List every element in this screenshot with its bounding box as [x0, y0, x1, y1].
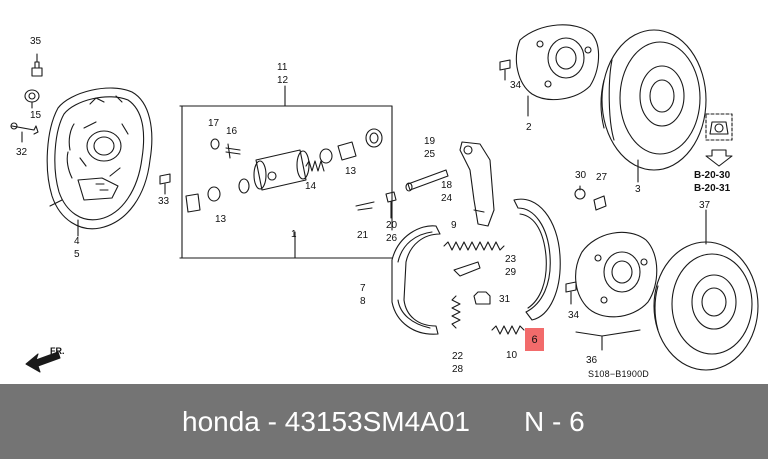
- ref-b-20-31[interactable]: B-20-31: [694, 183, 731, 194]
- callout-23: 23: [505, 254, 517, 265]
- ref-nut-box: [705, 113, 733, 167]
- callout-31: 31: [499, 294, 511, 305]
- callout-20: 20: [386, 220, 398, 231]
- callout-21: 21: [357, 230, 369, 241]
- callout-12: 12: [277, 75, 289, 86]
- callout-10: 10: [506, 350, 518, 361]
- bolt-34-upper: [499, 59, 511, 81]
- footer-bar: honda - 43153SM4A01 N - 6: [0, 384, 768, 459]
- diagram-drawing: [10, 24, 759, 373]
- callout-5: 5: [74, 249, 80, 260]
- callout-26: 26: [386, 233, 398, 244]
- adjuster-group: [355, 141, 495, 227]
- brake-shoe-right: [513, 198, 561, 321]
- backing-plate: [46, 87, 153, 230]
- callout-8: 8: [360, 296, 366, 307]
- callout-37: 37: [699, 200, 711, 211]
- grommet-15: [24, 89, 40, 109]
- callout-7: 7: [360, 283, 366, 294]
- front-marker-label: FR.: [50, 346, 65, 356]
- part-number-text: honda - 43153SM4A01: [182, 406, 470, 437]
- callout-25: 25: [424, 149, 436, 160]
- parts-diagram: 35 15 32 4 5 11 12 17 16 14 13 33 13 1 1…: [10, 24, 759, 379]
- callout-29: 29: [505, 267, 517, 278]
- spring-9: [443, 241, 505, 251]
- callout-34-upper: 34: [510, 80, 522, 91]
- bolt-35: [31, 53, 43, 77]
- callout-1: 1: [291, 229, 297, 240]
- ref-b-20-30[interactable]: B-20-30: [694, 170, 731, 181]
- wheel-cylinder-group: [179, 85, 393, 259]
- highlighted-part-6[interactable]: 6: [525, 328, 544, 351]
- callout-35: 35: [30, 36, 42, 47]
- callout-34-lower: 34: [568, 310, 580, 321]
- spring-22: [451, 295, 461, 329]
- callout-32: 32: [16, 147, 28, 158]
- callout-27: 27: [596, 172, 608, 183]
- callout-6: 6: [531, 334, 538, 346]
- spring-10: [491, 325, 525, 335]
- hub-upper: [515, 24, 600, 117]
- callout-15: 15: [30, 110, 42, 121]
- callout-18: 18: [441, 180, 453, 191]
- drum-upper: [600, 29, 707, 183]
- callout-3: 3: [635, 184, 641, 195]
- bolt-33: [159, 173, 171, 195]
- callout-9: 9: [451, 220, 457, 231]
- parts-30-27: [574, 185, 607, 211]
- drawing-code: S108−B1900D: [588, 369, 649, 379]
- callout-24: 24: [441, 193, 453, 204]
- callout-30: 30: [575, 170, 587, 181]
- pin-32: [10, 122, 39, 143]
- callout-28: 28: [452, 364, 464, 375]
- reference-number-text: N - 6: [524, 406, 585, 437]
- callout-22: 22: [452, 351, 464, 362]
- brake-shoe-left: [391, 225, 441, 335]
- front-arrow-icon: [25, 351, 61, 373]
- callout-11: 11: [277, 62, 288, 73]
- drum-lower: [653, 209, 759, 371]
- callout-13a: 13: [345, 166, 357, 177]
- callout-4: 4: [74, 236, 80, 247]
- callout-16: 16: [226, 126, 238, 137]
- hub-lower: [575, 231, 658, 351]
- callout-13b: 13: [215, 214, 227, 225]
- callout-14: 14: [305, 181, 317, 192]
- part-23: [453, 261, 481, 277]
- clip-31: [473, 291, 491, 305]
- callout-33: 33: [158, 196, 170, 207]
- bolt-34-lower: [565, 281, 577, 305]
- callout-2: 2: [526, 122, 532, 133]
- callout-17: 17: [208, 118, 220, 129]
- callout-36: 36: [586, 355, 598, 366]
- callout-19: 19: [424, 136, 436, 147]
